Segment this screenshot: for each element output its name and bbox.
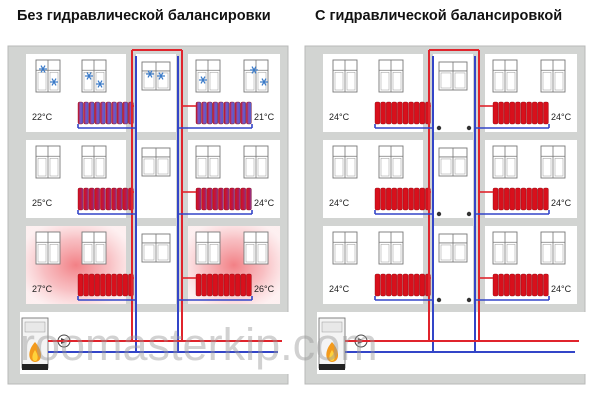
window-icon	[438, 61, 468, 91]
temperature-label: 25°C	[32, 198, 53, 208]
temperature-label: 24°C	[329, 112, 350, 122]
window-icon	[195, 145, 221, 179]
temperature-label: 22°C	[32, 112, 53, 122]
window-icon	[81, 145, 107, 179]
snowflake-icon	[260, 78, 268, 86]
watermark: roomasterkip.com	[20, 319, 378, 370]
window-icon	[332, 231, 358, 265]
balancing-valve-icon	[436, 211, 442, 217]
window-icon	[378, 59, 404, 93]
window-icon	[243, 59, 269, 93]
balancing-valve-icon	[466, 211, 472, 217]
snowflake-icon	[39, 65, 47, 73]
radiator-icon	[195, 101, 252, 125]
snowflake-icon	[250, 66, 258, 74]
window-icon	[492, 59, 518, 93]
window-icon	[332, 59, 358, 93]
temperature-label: 24°C	[254, 198, 275, 208]
window-icon	[243, 145, 269, 179]
window-icon	[195, 231, 221, 265]
snowflake-icon	[157, 72, 165, 80]
window-icon	[141, 233, 171, 263]
radiator-icon	[195, 187, 252, 211]
radiator-icon	[492, 273, 549, 297]
temperature-label: 27°C	[32, 284, 53, 294]
window-icon	[492, 231, 518, 265]
balancing-valve-icon	[436, 125, 442, 131]
radiator-icon	[374, 101, 431, 125]
window-icon	[243, 231, 269, 265]
balancing-valve-icon	[466, 125, 472, 131]
window-icon	[141, 147, 171, 177]
radiator-icon	[77, 101, 134, 125]
window-icon	[332, 145, 358, 179]
pipes	[345, 49, 579, 353]
temperature-label: 24°C	[329, 284, 350, 294]
window-icon	[378, 145, 404, 179]
window-icon	[35, 59, 61, 93]
window-icon	[35, 145, 61, 179]
temperature-label: 24°C	[551, 198, 572, 208]
snowflake-icon	[96, 80, 104, 88]
flame-icon	[326, 342, 339, 362]
snowflake-icon	[50, 78, 58, 86]
temperature-label: 26°C	[254, 284, 275, 294]
window-icon	[540, 145, 566, 179]
title-with-balancing: С гидравлической балансировкой	[315, 8, 563, 24]
window-icon	[35, 231, 61, 265]
radiator-icon	[374, 187, 431, 211]
balancing-valve-icon	[436, 297, 442, 303]
window-icon	[438, 147, 468, 177]
window-icon	[438, 233, 468, 263]
snowflake-icon	[199, 76, 207, 84]
radiator-icon	[77, 187, 134, 211]
snowflake-icon	[146, 70, 154, 78]
window-icon	[81, 231, 107, 265]
window-icon	[141, 61, 171, 91]
radiator-icon	[374, 273, 431, 297]
temperature-label: 24°C	[329, 198, 350, 208]
window-icon	[195, 59, 221, 93]
snowflake-icon	[85, 72, 93, 80]
flame-icon	[29, 342, 42, 362]
window-icon	[378, 231, 404, 265]
radiator-icon	[492, 187, 549, 211]
temperature-label: 24°C	[551, 284, 572, 294]
pipes	[48, 49, 282, 353]
temperature-label: 21°C	[254, 112, 275, 122]
building-with-balancing: 24°C 24°C 24°C 24°C 24°C 24°C	[304, 45, 600, 385]
window-icon	[540, 231, 566, 265]
radiator-icon	[195, 273, 252, 297]
building-without-balancing: 22°C 21°C 25°C 24°C 27°C 26°C	[7, 45, 314, 385]
radiator-icon	[492, 101, 549, 125]
temperature-label: 24°C	[551, 112, 572, 122]
window-icon	[492, 145, 518, 179]
balancing-valve-icon	[466, 297, 472, 303]
window-icon	[540, 59, 566, 93]
title-without-balancing: Без гидравлической балансировки	[17, 8, 271, 24]
